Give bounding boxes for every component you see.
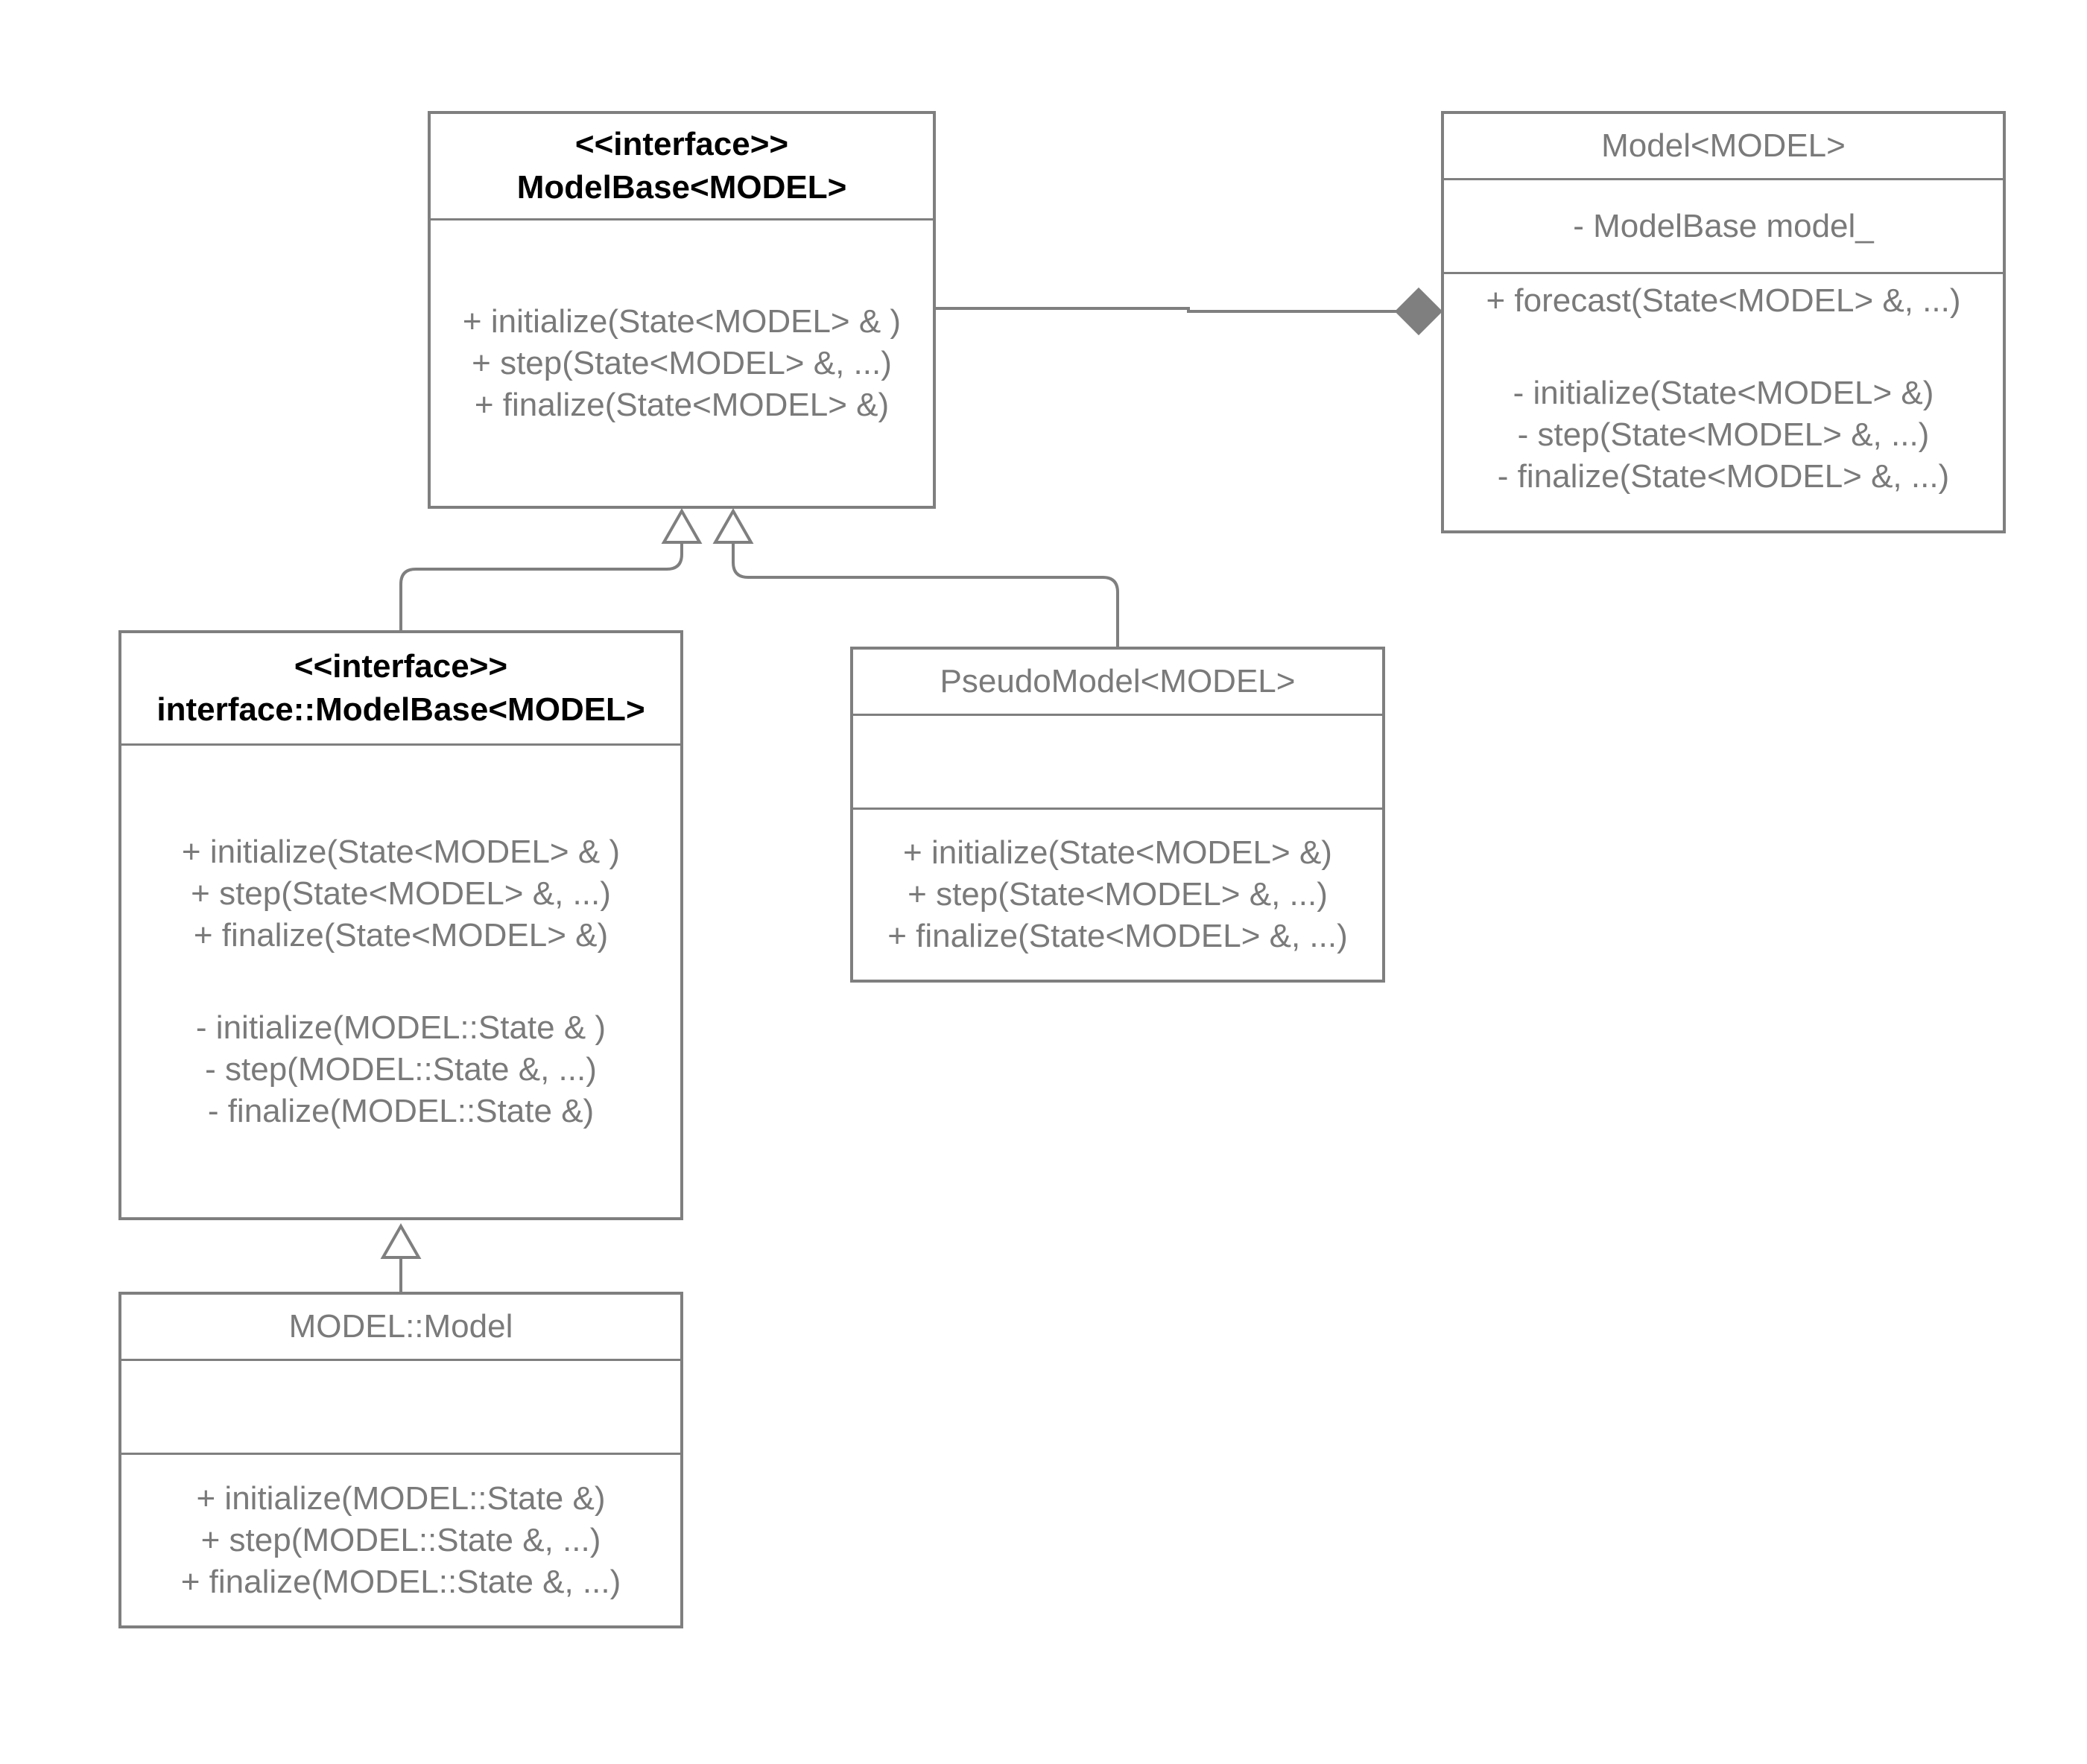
inheritance-arrow-model xyxy=(380,1222,422,1259)
method-initialize-public: + initialize(State<MODEL> & ) xyxy=(181,833,621,870)
attributes-compartment: - ModelBase model_ xyxy=(1444,178,2003,272)
class-model[interactable]: Model<MODEL> - ModelBase model_ + foreca… xyxy=(1441,111,2006,533)
method-step: + step(State<MODEL> &, ...) xyxy=(908,876,1328,913)
methods-compartment: + initialize(State<MODEL> & ) + step(Sta… xyxy=(431,218,933,506)
class-interface-modelbase[interactable]: <<interface>> interface::ModelBase<MODEL… xyxy=(118,630,683,1220)
class-header: <<interface>> ModelBase<MODEL> xyxy=(431,114,933,218)
composition-diamond xyxy=(1394,287,1443,336)
methods-compartment: + initialize(State<MODEL> &) + step(Stat… xyxy=(853,808,1382,980)
method-step: + step(State<MODEL> &, ...) xyxy=(472,344,892,381)
class-name: PseudoModel<MODEL> xyxy=(940,663,1296,699)
methods-compartment: + forecast(State<MODEL> &, ...) - initia… xyxy=(1444,272,2003,530)
class-name: Model<MODEL> xyxy=(1601,127,1846,164)
method-step: + step(MODEL::State &, ...) xyxy=(200,1521,601,1558)
class-modelbase[interactable]: <<interface>> ModelBase<MODEL> + initial… xyxy=(428,111,936,509)
methods-compartment: + initialize(State<MODEL> & ) + step(Sta… xyxy=(121,743,680,1217)
class-name: MODEL::Model xyxy=(288,1308,513,1345)
stereotype-label: <<interface>> xyxy=(294,648,508,685)
method-finalize: + finalize(State<MODEL> &) xyxy=(474,386,890,423)
attributes-compartment xyxy=(853,714,1382,808)
inheritance-arrow-pseudo xyxy=(712,507,754,544)
class-model-model[interactable]: MODEL::Model + initialize(MODEL::State &… xyxy=(118,1292,683,1628)
methods-compartment: + initialize(MODEL::State &) + step(MODE… xyxy=(121,1453,680,1625)
method-initialize: + initialize(State<MODEL> & ) xyxy=(462,302,902,340)
method-finalize: + finalize(State<MODEL> &, ...) xyxy=(887,918,1348,954)
attributes-compartment xyxy=(121,1359,680,1453)
composition-line xyxy=(933,307,1398,313)
class-name: ModelBase<MODEL> xyxy=(516,169,847,206)
method-initialize: - initialize(State<MODEL> &) xyxy=(1513,375,1934,411)
class-header: Model<MODEL> xyxy=(1444,114,2003,178)
method-initialize: + initialize(State<MODEL> &) xyxy=(903,834,1332,871)
method-step-private: - step(MODEL::State &, ...) xyxy=(205,1050,597,1088)
attribute-model: - ModelBase model_ xyxy=(1573,207,1874,244)
class-header: <<interface>> interface::ModelBase<MODEL… xyxy=(121,633,680,743)
inheritance-line-pseudo xyxy=(732,542,1119,647)
class-name: interface::ModelBase<MODEL> xyxy=(156,691,645,728)
inheritance-arrow-interface xyxy=(661,507,703,544)
method-finalize: - finalize(State<MODEL> &, ...) xyxy=(1497,458,1950,495)
class-header: MODEL::Model xyxy=(121,1295,680,1359)
method-initialize: + initialize(MODEL::State &) xyxy=(196,1479,606,1517)
class-header: PseudoModel<MODEL> xyxy=(853,650,1382,714)
method-finalize: + finalize(MODEL::State &, ...) xyxy=(180,1563,621,1600)
inheritance-line-interface xyxy=(399,542,683,630)
stereotype-label: <<interface>> xyxy=(574,126,789,162)
method-forecast: + forecast(State<MODEL> &, ...) xyxy=(1486,282,1961,319)
method-initialize-private: - initialize(MODEL::State & ) xyxy=(195,1009,607,1046)
method-step-public: + step(State<MODEL> &, ...) xyxy=(191,875,611,912)
class-pseudomodel[interactable]: PseudoModel<MODEL> + initialize(State<MO… xyxy=(850,647,1385,983)
method-finalize-private: - finalize(MODEL::State &) xyxy=(207,1092,595,1129)
method-step: - step(State<MODEL> &, ...) xyxy=(1517,416,1930,453)
method-finalize-public: + finalize(State<MODEL> &) xyxy=(193,916,609,954)
